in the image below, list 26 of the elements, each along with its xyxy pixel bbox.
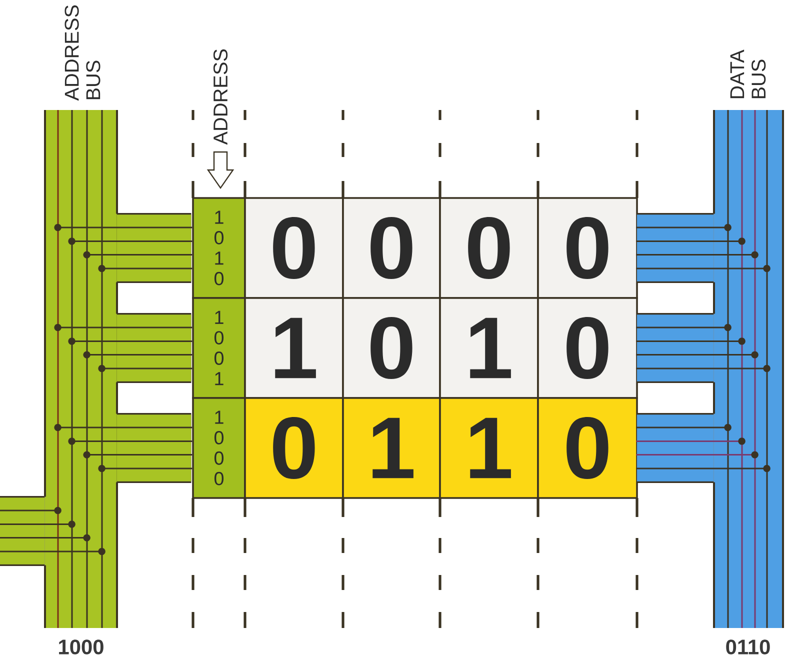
column-label: ADDRESS	[213, 49, 228, 145]
bus-value: 1000	[59, 640, 104, 654]
memory-cell: 0	[439, 197, 539, 299]
bus-branch	[116, 413, 192, 483]
memory-cell: 0	[244, 197, 344, 299]
bus-label: ADDRESS BUS	[64, 5, 100, 101]
memory-cell: 1	[439, 297, 539, 399]
bus-branch	[637, 213, 714, 283]
bus-value: 0110	[726, 640, 770, 654]
address-cell: 1001	[192, 297, 246, 399]
memory-cell: 0	[537, 297, 638, 399]
bus-branch	[116, 313, 192, 383]
memory-cell: 0	[342, 297, 441, 399]
memory-cell: 1	[244, 297, 344, 399]
memory-cell: 0	[244, 397, 344, 499]
memory-cell: 0	[537, 397, 638, 499]
memory-cell: 1	[439, 397, 539, 499]
memory-cell: 1	[342, 397, 441, 499]
address-cell: 1010	[192, 197, 246, 299]
bus-branch	[637, 313, 714, 383]
bus-branch	[637, 413, 714, 483]
memory-cell: 0	[342, 197, 441, 299]
bus-branch	[0, 496, 45, 566]
address-cell: 1000	[192, 397, 246, 499]
memory-cell: 0	[537, 197, 638, 299]
bus-label: DATA BUS	[730, 50, 766, 98]
